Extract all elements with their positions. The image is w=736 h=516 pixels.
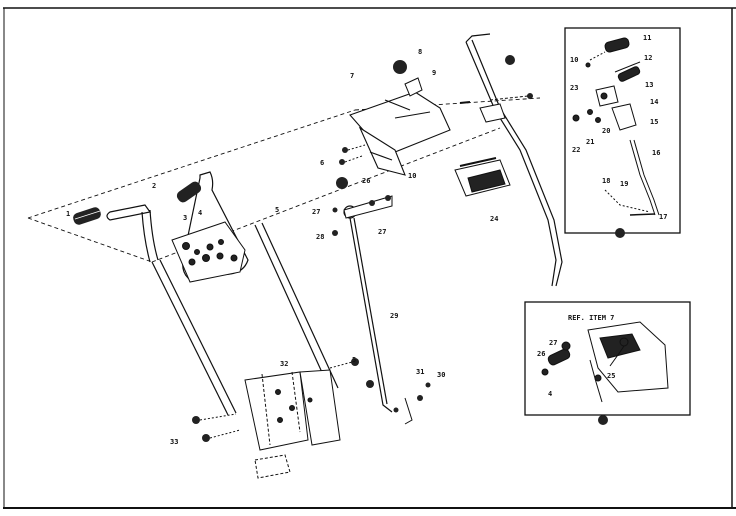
label-11: 11 (643, 34, 651, 42)
inset-top (564, 27, 681, 238)
bolt-right (329, 358, 374, 388)
label-26: 26 (362, 177, 370, 185)
linkage-assembly (332, 177, 393, 236)
inset-bottom-labels: REF. ITEM 7 27 26 25 4 (537, 314, 615, 398)
label-33: 33 (170, 438, 178, 446)
label-25: 25 (607, 372, 615, 380)
label-26-inset: 26 (537, 350, 545, 358)
label-17: 17 (659, 213, 667, 221)
label-7: 7 (350, 72, 354, 80)
label-6: 6 (320, 159, 324, 167)
console-plate (171, 221, 246, 283)
label-13: 13 (645, 81, 653, 89)
inset-bottom (524, 301, 691, 425)
rod-29 (349, 217, 393, 413)
upper-panel-7 (349, 91, 451, 176)
bottom-bracket (244, 369, 341, 479)
label-27-right: 27 (378, 228, 386, 236)
label-8: 8 (418, 48, 422, 56)
control-lever (465, 33, 563, 287)
label-32: 32 (280, 360, 288, 368)
label-ref-item-7: REF. ITEM 7 (568, 314, 614, 322)
label-4-inset: 4 (548, 390, 552, 398)
label-23: 23 (570, 84, 578, 92)
screws-6 (339, 144, 366, 165)
label-1: 1 (66, 210, 70, 218)
label-10-inset: 10 (570, 56, 578, 64)
bolt-top (459, 101, 471, 104)
label-22: 22 (572, 146, 580, 154)
label-29: 29 (390, 312, 398, 320)
label-30: 30 (437, 371, 445, 379)
label-28: 28 (316, 233, 324, 241)
knob-8 (393, 60, 407, 74)
grip-1 (73, 207, 101, 225)
label-15: 15 (650, 118, 658, 126)
inset-top-labels: 11 10 12 13 14 15 16 18 19 17 20 21 22 2… (570, 34, 667, 221)
label-20: 20 (602, 127, 610, 135)
label-2: 2 (152, 182, 156, 190)
label-9: 9 (432, 69, 436, 77)
handle-left (106, 171, 249, 416)
label-19: 19 (620, 180, 628, 188)
lever-bracket (479, 103, 506, 123)
grip-handle (176, 181, 202, 203)
label-27-inset: 27 (549, 339, 557, 347)
nut-top (527, 93, 533, 99)
label-31: 31 (416, 368, 424, 376)
clip-9 (404, 77, 423, 97)
label-4: 4 (198, 209, 202, 217)
label-12: 12 (644, 54, 652, 62)
label-27-left: 27 (312, 208, 320, 216)
label-16: 16 (652, 149, 660, 157)
label-18: 18 (602, 177, 610, 185)
label-14: 14 (650, 98, 658, 106)
label-10: 10 (408, 172, 416, 180)
label-3: 3 (183, 214, 187, 222)
label-5: 5 (275, 206, 279, 214)
label-24: 24 (490, 215, 498, 223)
main-labels: 1 2 3 4 5 7 8 6 9 10 26 27 27 28 24 29 3… (66, 48, 498, 446)
label-21: 21 (586, 138, 594, 146)
rod-29-end (393, 382, 431, 425)
decal-24 (454, 157, 511, 197)
label-5-lower: 5 (352, 356, 356, 364)
rod-5 (254, 222, 339, 391)
bolts-33 (192, 413, 241, 442)
